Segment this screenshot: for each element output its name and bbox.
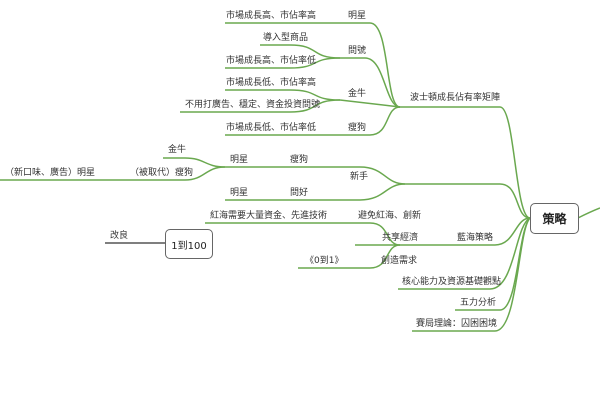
game-label[interactable]: 賽局理論：囚困困境: [416, 319, 498, 329]
newbie-r2a[interactable]: 明星: [230, 188, 249, 198]
newbie-r1a[interactable]: 明星: [230, 155, 249, 165]
star-desc[interactable]: 市場成長高、市佔率高: [226, 11, 317, 21]
blue-red[interactable]: 紅海需要大量資金、先進技術: [210, 211, 328, 221]
newbie-f2[interactable]: （被取代）瘦狗: [130, 168, 194, 178]
newbie-f3[interactable]: （新口味、廣告）明星: [5, 168, 96, 178]
newbie-label[interactable]: 新手: [350, 172, 369, 182]
bcg-label[interactable]: 波士頓成長佔有率矩陣: [410, 93, 501, 103]
improve-label[interactable]: 改良: [110, 231, 129, 241]
dog-label[interactable]: 瘦狗: [348, 123, 367, 133]
dog-desc[interactable]: 市場成長低、市佔率低: [226, 123, 317, 133]
star-label[interactable]: 明星: [348, 11, 367, 21]
five-label[interactable]: 五力分析: [460, 298, 497, 308]
question-label[interactable]: 問號: [348, 46, 367, 56]
root-node[interactable]: 策略: [530, 203, 579, 234]
node-1to100[interactable]: 1到100: [165, 229, 213, 259]
blue-share[interactable]: 共享經濟: [382, 233, 419, 243]
cow-child-2[interactable]: 不用打廣告、穩定、資金投資問號: [185, 100, 321, 110]
root-label: 策略: [542, 212, 567, 226]
core-label[interactable]: 核心能力及資源基礎觀點: [402, 277, 502, 287]
cow-child-1[interactable]: 市場成長低、市佔率高: [226, 78, 317, 88]
blue-create[interactable]: 創造需求: [381, 256, 418, 266]
blue-book[interactable]: 《0到1》: [305, 256, 344, 266]
question-child-1[interactable]: 導入型商品: [263, 33, 309, 43]
blue-label[interactable]: 藍海策略: [457, 233, 494, 243]
question-child-2[interactable]: 市場成長高、市佔率低: [226, 56, 317, 66]
newbie-f1[interactable]: 金牛: [168, 145, 187, 155]
blue-avoid[interactable]: 避免紅海、創新: [358, 211, 422, 221]
newbie-r1b[interactable]: 瘦狗: [290, 155, 309, 165]
node-1to100-label: 1到100: [171, 240, 207, 252]
newbie-r2b[interactable]: 問好: [290, 188, 309, 198]
cow-label[interactable]: 金牛: [348, 89, 367, 99]
